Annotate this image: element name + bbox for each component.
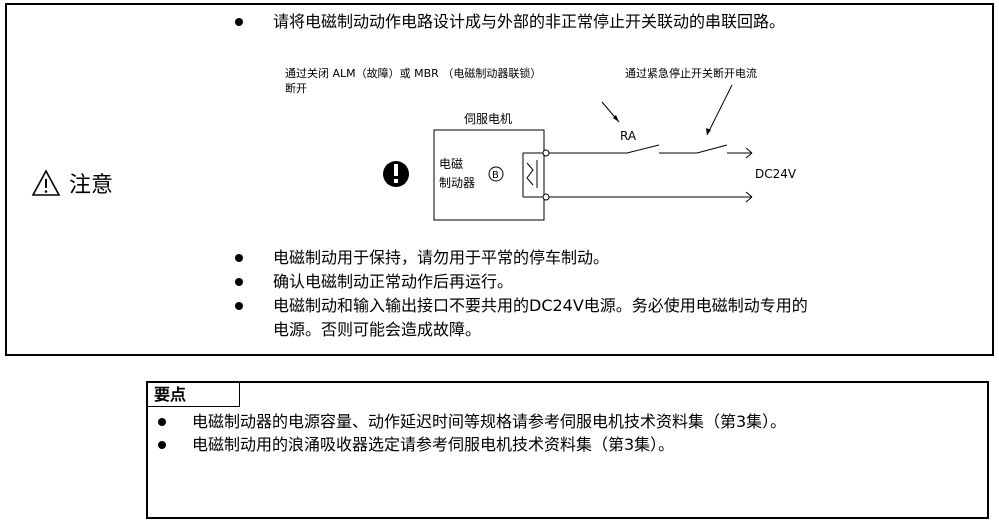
points-bullet: 电磁制动器的电源容量、动作延迟时间等规格请参考伺服电机技术资料集（第3集）。 <box>158 411 786 433</box>
diagram-note-left: 通过关闭 ALM（故障）或 MBR （电磁制动器联锁） <box>285 66 541 80</box>
caution-bullet: 电磁制动用于保持，请勿用于平常的停车制动。 <box>235 247 609 269</box>
power-label: DC24V <box>755 167 797 181</box>
caution-bullet-continuation: 电源。否则可能会造成故障。 <box>273 319 481 341</box>
points-title: 要点 <box>148 383 240 407</box>
warning-triangle-icon <box>31 169 61 196</box>
b-symbol-circle <box>488 166 504 182</box>
bullet-dot <box>235 18 243 26</box>
caution-bullet-text: 请将电磁制动动作电路设计成与外部的非正常停止开关联动的串联回路。 <box>273 12 786 31</box>
caution-bullet-text: 电磁制动和输入输出接口不要共用的DC24V电源。务必使用电磁制动专用的 <box>273 296 808 315</box>
caution-bullet-text: 确认电磁制动正常动作后再运行。 <box>273 272 514 291</box>
caution-bullet: 请将电磁制动动作电路设计成与外部的非正常停止开关联动的串联回路。 <box>235 11 785 33</box>
caution-bullet-text: 电源。否则可能会造成故障。 <box>273 320 482 339</box>
brake-circuit-diagram: 通过关闭 ALM（故障）或 MBR （电磁制动器联锁） 断开 通过紧急停止开关断… <box>285 66 797 221</box>
brake-label-1: 电磁 <box>439 156 463 171</box>
points-bullet: 电磁制动用的浪涌吸收器选定请参考伺服电机技术资料集（第3集）。 <box>158 434 674 456</box>
bullet-dot <box>235 254 243 262</box>
points-bullet-text: 电磁制动器的电源容量、动作延迟时间等规格请参考伺服电机技术资料集（第3集）。 <box>192 412 787 431</box>
caution-bullet: 电磁制动和输入输出接口不要共用的DC24V电源。务必使用电磁制动专用的 <box>235 295 808 317</box>
bullet-dot <box>235 302 243 310</box>
motor-label: 伺服电机 <box>464 112 512 126</box>
caution-heading: 注意 <box>31 167 113 199</box>
points-box: 要点 电磁制动器的电源容量、动作延迟时间等规格请参考伺服电机技术资料集（第3集）… <box>146 381 989 519</box>
ra-label: RA <box>620 129 637 143</box>
caution-bullet: 确认电磁制动正常动作后再运行。 <box>235 271 513 293</box>
diagram-note-left-2: 断开 <box>285 81 307 95</box>
b-symbol: B <box>492 170 499 181</box>
caution-box: 注意 请将电磁制动动作电路设计成与外部的非正常停止开关联动的串联回路。 通过关闭… <box>5 3 994 356</box>
diagram-note-right: 通过紧急停止开关断开电流 <box>625 66 757 80</box>
points-bullet-text: 电磁制动用的浪涌吸收器选定请参考伺服电机技术资料集（第3集）。 <box>192 435 675 454</box>
caution-label: 注意 <box>69 173 114 198</box>
bullet-dot <box>235 278 243 286</box>
caution-bullet-text: 电磁制动用于保持，请勿用于平常的停车制动。 <box>273 248 610 267</box>
bullet-dot <box>158 441 166 449</box>
brake-label-2: 制动器 <box>439 176 475 190</box>
bullet-dot <box>158 418 166 426</box>
